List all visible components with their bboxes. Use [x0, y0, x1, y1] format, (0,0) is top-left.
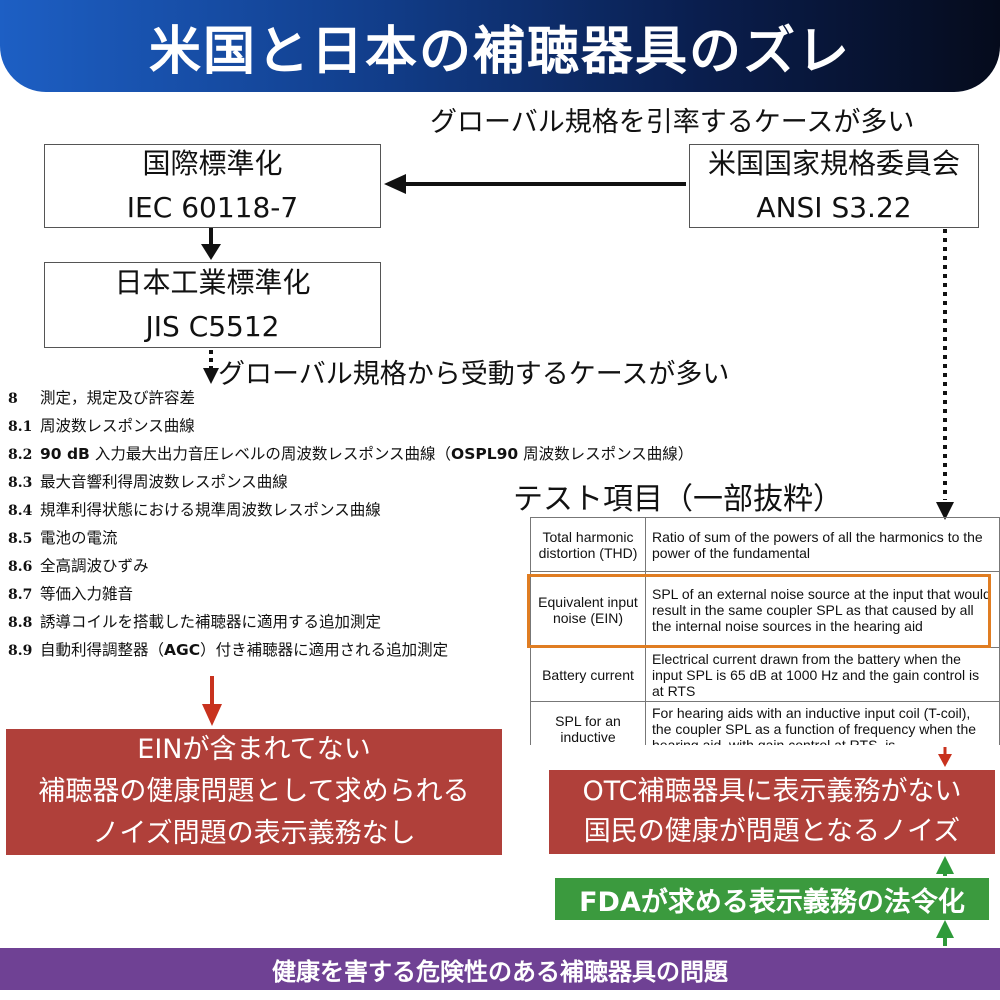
iec-box: 国際標準化 IEC 60118-7 — [44, 144, 381, 228]
ansi-box: 米国国家規格委員会 ANSI S3.22 — [689, 144, 979, 228]
test-items-heading: テスト項目（一部抜粋） — [513, 482, 843, 517]
footer-banner: 健康を害する危険性のある補聴器具の問題 — [0, 948, 1000, 990]
table-cell-definition: SPL of an external noise source at the i… — [645, 571, 1000, 648]
ansi-box-code: ANSI S3.22 — [756, 191, 912, 224]
japan-issue-line2: 補聴器の健康問題として求められる — [38, 776, 470, 807]
us-issue-line1: OTC補聴器具に表示義務がない — [582, 776, 962, 807]
table-cell-definition: Electrical current drawn from the batter… — [645, 647, 1000, 702]
japan-issue-line3: ノイズ問題の表示義務なし — [92, 818, 416, 849]
global-follow-note: グローバル規格から受動するケースが多い — [218, 359, 730, 390]
us-issue-box: OTC補聴器具に表示義務がない 国民の健康が問題となるノイズ — [549, 770, 995, 854]
ansi-test-table: Total harmonic distortion (THD) Ratio of… — [530, 517, 1000, 745]
table-cell-definition: Ratio of sum of the powers of all the ha… — [645, 517, 1000, 572]
ein-highlight-frame — [527, 574, 991, 648]
japan-issue-box: EINが含まれてない 補聴器の健康問題として求められる ノイズ問題の表示義務なし — [6, 729, 502, 855]
jis-box-code: JIS C5512 — [145, 310, 280, 343]
table-row: SPL for an inductive For hearing aids wi… — [530, 701, 1000, 745]
page-title: 米国と日本の補聴器具のズレ — [0, 0, 1000, 92]
japan-issue-line1: EINが含まれてない — [137, 734, 371, 765]
table-row: Battery current Electrical current drawn… — [530, 647, 1000, 702]
jis-box-title: 日本工業標準化 — [114, 266, 311, 299]
table-cell-term: Equivalent input noise (EIN) — [530, 571, 646, 648]
global-lead-note: グローバル規格を引率するケースが多い — [430, 107, 915, 138]
jis-box: 日本工業標準化 JIS C5512 — [44, 262, 381, 348]
iec-box-code: IEC 60118-7 — [126, 191, 299, 224]
fda-regulation-box: FDAが求める表示義務の法令化 — [555, 878, 989, 920]
us-issue-line2: 国民の健康が問題となるノイズ — [583, 816, 961, 847]
table-cell-term: Battery current — [530, 647, 646, 702]
iec-box-title: 国際標準化 — [142, 147, 283, 180]
table-row: Equivalent input noise (EIN) SPL of an e… — [530, 571, 1000, 648]
table-cell-definition: For hearing aids with an inductive input… — [645, 701, 1000, 745]
ansi-box-title: 米国国家規格委員会 — [707, 147, 960, 180]
